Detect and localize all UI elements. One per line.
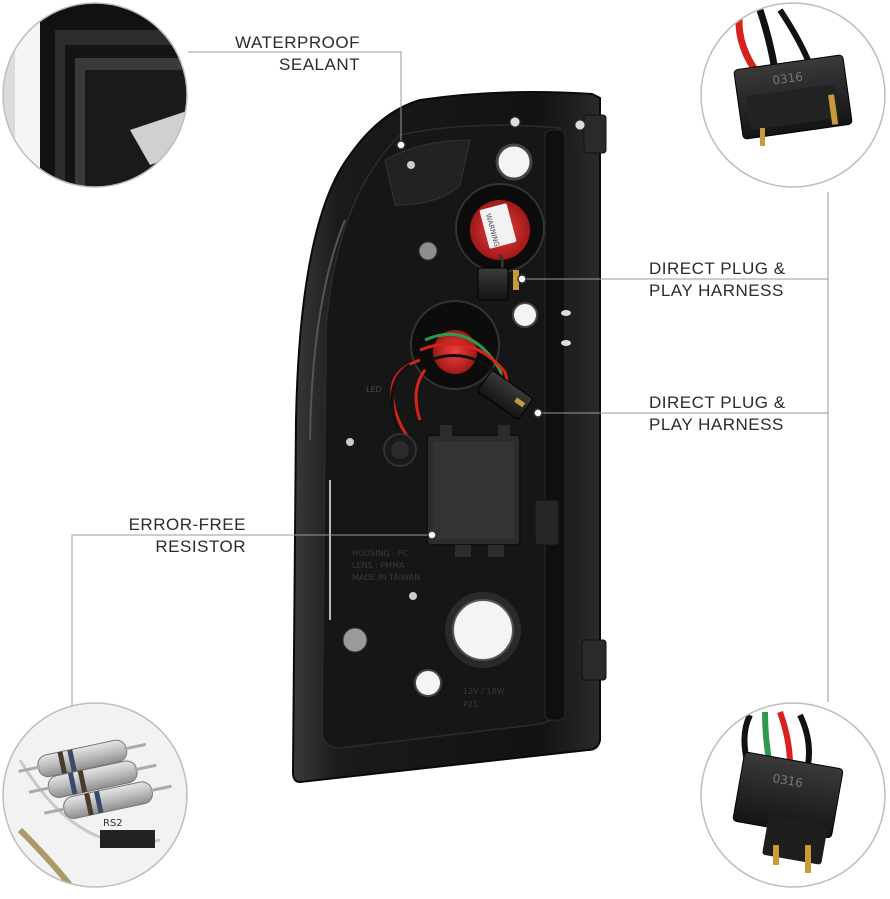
harness-top-dot [517, 274, 527, 284]
detail-waterproof-sealant [2, 2, 188, 188]
middle-harness-connector [477, 370, 533, 420]
resistor-module [426, 425, 521, 557]
detail-harness-connector-top: 0316 [700, 2, 886, 188]
voltage-text: 12V / 18W [463, 687, 505, 696]
callout-lines [71, 51, 829, 706]
detail-harness-connector-bottom: 0316 [700, 702, 886, 888]
harness-mid-line2: PLAY HARNESS [649, 415, 784, 434]
harness-mid-line1: DIRECT PLUG & [649, 393, 786, 412]
resistor-code: RS2 [103, 818, 123, 829]
detail-error-free-resistor: RS2 [2, 702, 188, 888]
screw [342, 116, 586, 653]
bulb-code-text: P21 [463, 700, 478, 709]
waterproof-line1: WATERPROOF [235, 33, 360, 52]
embossed-text: HOUSING : PC LENS : PMMA MADE IN TAIWAN … [352, 549, 505, 709]
top-harness-connector [477, 254, 519, 301]
harness-mid-dot [533, 408, 543, 418]
resistor-line2: RESISTOR [155, 537, 246, 556]
waterproof-dot [396, 140, 406, 150]
harness-top-label: DIRECT PLUG & PLAY HARNESS [649, 258, 819, 302]
waterproof-sealant-label: WATERPROOF SEALANT [220, 32, 360, 76]
housing-material-text: HOUSING : PC [352, 549, 408, 558]
error-free-resistor-label: ERROR-FREE RESISTOR [100, 514, 246, 558]
harness-top-line1: DIRECT PLUG & [649, 259, 786, 278]
harness-mid-label: DIRECT PLUG & PLAY HARNESS [649, 392, 819, 436]
bulb-socket-lower [383, 433, 417, 467]
callout-dots [396, 140, 543, 540]
made-in-text: MADE IN TAIWAN [352, 573, 420, 582]
waterproof-line2: SEALANT [279, 55, 360, 74]
tail-light-housing: WARNING [291, 91, 607, 784]
led-mark: LED [366, 385, 382, 394]
resistor-dot [427, 530, 437, 540]
bulb-socket-top: WARNING [455, 183, 545, 273]
connector-code-bottom: 0316 [771, 771, 804, 790]
connector-code-top: 0316 [772, 70, 804, 88]
resistor-line1: ERROR-FREE [128, 515, 246, 534]
harness-top-line2: PLAY HARNESS [649, 281, 784, 300]
lens-material-text: LENS : PMMA [352, 561, 405, 570]
